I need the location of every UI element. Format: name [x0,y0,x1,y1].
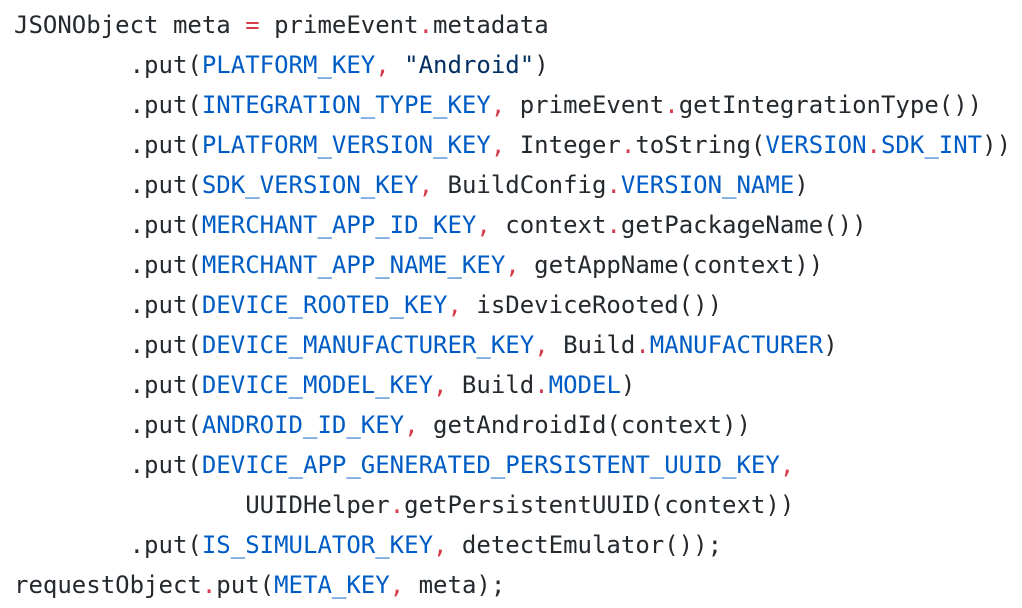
code-token-constant: PLATFORM_VERSION_KEY [201,131,491,159]
code-token-plain: )) [982,131,1012,159]
code-token-plain: getAndroidId(context)) [418,411,751,439]
code-token-operator: = [245,11,260,39]
code-token-constant: MANUFACTURER [649,331,824,359]
code-token-plain: Build [447,371,535,399]
code-token-operator: , [389,571,405,599]
code-token-constant: VERSION [765,131,867,159]
code-token-operator: , [505,251,520,279]
code-token-constant: ANDROID_ID_KEY [201,411,405,439]
code-line: .put(DEVICE_APP_GENERATED_PERSISTENT_UUI… [14,445,1022,485]
code-token-operator: . [389,491,405,519]
code-token-plain: .put( [14,171,202,199]
code-line: .put(SDK_VERSION_KEY, BuildConfig.VERSIO… [14,165,1022,205]
code-token-plain: getPersistentUUID(context)) [404,491,795,519]
code-token-plain: Build [548,331,636,359]
code-line: .put(DEVICE_ROOTED_KEY, isDeviceRooted()… [14,285,1022,325]
code-token-operator: , [418,171,434,199]
code-token-constant: PLATFORM_KEY [201,51,376,79]
code-token-constant: MODEL [548,371,621,399]
code-token-constant: DEVICE_MANUFACTURER_KEY [201,331,535,359]
code-token-plain: context [490,211,607,239]
code-token-operator: . [866,131,881,159]
code-token-plain: .put( [14,371,202,399]
code-token-plain: ) [823,331,838,359]
code-token-constant: VERSION_NAME [620,171,795,199]
code-token-constant: IS_SIMULATOR_KEY [201,531,434,559]
code-token-operator: , [534,331,549,359]
code-token-plain: isDeviceRooted()) [461,291,723,319]
code-token-constant: DEVICE_APP_GENERATED_PERSISTENT_UUID_KEY [201,451,780,479]
code-token-plain: primeEvent [505,91,665,119]
code-token-plain: toString( [635,131,766,159]
code-token-operator: , [476,211,491,239]
code-token-plain: getAppName(context)) [519,251,824,279]
code-token-operator: . [201,571,217,599]
code-line: .put(ANDROID_ID_KEY, getAndroidId(contex… [14,405,1022,445]
code-line: .put(DEVICE_MODEL_KEY, Build.MODEL) [14,365,1022,405]
code-line: .put(INTEGRATION_TYPE_KEY, primeEvent.ge… [14,85,1022,125]
code-token-plain: detectEmulator()); [447,531,723,559]
code-token-operator: , [447,291,462,319]
code-line: .put(MERCHANT_APP_NAME_KEY, getAppName(c… [14,245,1022,285]
code-token-operator: , [375,51,390,79]
code-token-plain: UUIDHelper [14,491,390,519]
code-token-plain: .put( [14,531,202,559]
code-token-operator: . [418,11,434,39]
code-token-operator: , [404,411,419,439]
code-token-plain: meta); [404,571,506,599]
code-token-plain: .put( [14,411,202,439]
code-token-plain: put( [216,571,275,599]
code-token-plain: Integer [505,131,621,159]
code-token-operator: , [490,91,506,119]
code-token-plain: getPackageName()) [620,211,867,239]
code-token-constant: MERCHANT_APP_NAME_KEY [201,251,506,279]
code-token-plain: .put( [14,291,202,319]
code-token-operator: . [606,211,621,239]
code-line: .put(IS_SIMULATOR_KEY, detectEmulator())… [14,525,1022,565]
code-token-constant: MERCHANT_APP_ID_KEY [201,211,477,239]
code-token-operator: . [664,91,679,119]
code-token-constant: DEVICE_ROOTED_KEY [201,291,448,319]
code-line: .put(PLATFORM_VERSION_KEY, Integer.toStr… [14,125,1022,165]
code-token-plain: requestObject [14,571,202,599]
code-token-plain: ) [534,51,549,79]
code-token-constant: SDK_VERSION_KEY [201,171,419,199]
code-line: .put(MERCHANT_APP_ID_KEY, context.getPac… [14,205,1022,245]
code-token-plain: .put( [14,51,202,79]
code-token-operator: . [606,171,621,199]
code-token-operator: , [433,531,448,559]
code-token-operator: . [620,131,636,159]
code-line: requestObject.put(META_KEY, meta); [14,565,1022,605]
code-token-plain: ) [620,371,636,399]
code-line: .put(DEVICE_MANUFACTURER_KEY, Build.MANU… [14,325,1022,365]
code-token-plain: .put( [14,251,202,279]
code-token-plain: .put( [14,331,202,359]
code-token-plain: BuildConfig [433,171,607,199]
code-token-plain: .put( [14,91,202,119]
code-token-plain [390,51,404,79]
code-token-plain: .put( [14,131,202,159]
code-line: .put(PLATFORM_KEY, "Android") [14,45,1022,85]
code-token-plain: ) [794,171,809,199]
code-token-constant: INTEGRATION_TYPE_KEY [201,91,491,119]
code-token-plain: metadata [433,11,549,39]
code-token-operator: . [534,371,549,399]
code-token-string: "Android" [404,51,535,79]
code-token-plain: JSONObject meta [14,11,246,39]
code-token-plain: getIntegrationType()) [678,91,983,119]
code-token-operator: . [635,331,650,359]
code-line: JSONObject meta = primeEvent.metadata [14,5,1022,45]
code-token-plain: primeEvent [259,11,419,39]
code-token-constant: SDK_INT [880,131,983,159]
code-line: UUIDHelper.getPersistentUUID(context)) [14,485,1022,525]
code-token-operator: , [779,451,795,479]
code-token-operator: , [433,371,448,399]
code-token-plain: .put( [14,211,202,239]
code-token-plain: .put( [14,451,202,479]
code-token-constant: DEVICE_MODEL_KEY [201,371,434,399]
code-token-operator: , [490,131,506,159]
code-token-constant: META_KEY [274,571,390,599]
